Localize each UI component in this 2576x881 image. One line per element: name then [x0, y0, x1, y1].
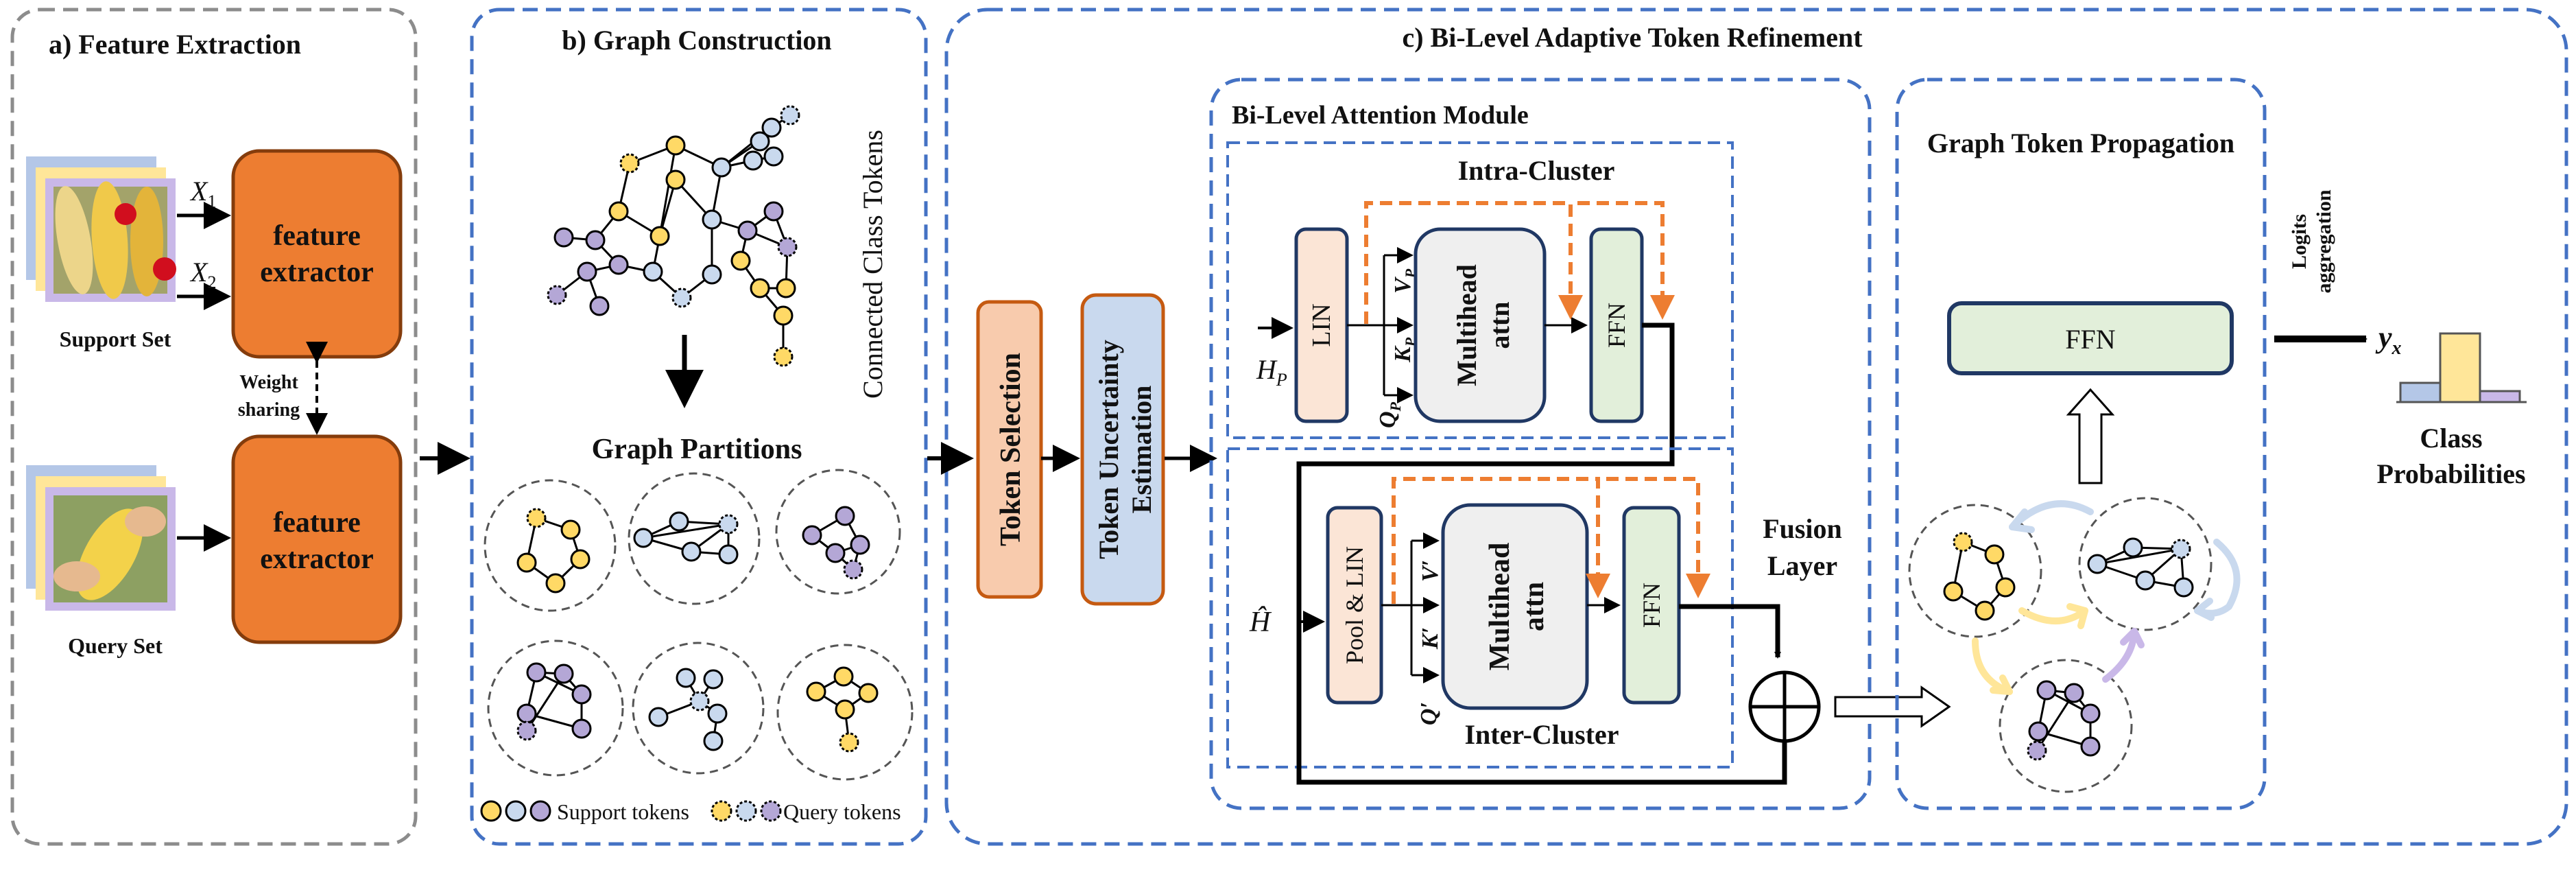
inter-residual-dashes — [1392, 477, 1710, 604]
query-feature-extractor: feature extractor — [231, 434, 403, 644]
q-prime-label: Q′ — [1416, 702, 1442, 725]
query-set-label: Query Set — [68, 633, 163, 658]
fusion-layer-line2: Layer — [1767, 550, 1837, 581]
probability-bar — [2399, 381, 2442, 403]
class-label-line2: Probabilities — [2376, 458, 2525, 489]
propagation-graph-2 — [2078, 497, 2213, 631]
graph-partition-1 — [484, 479, 617, 612]
support-tokens-label: Support tokens — [557, 799, 689, 824]
k-prime-label: K′ — [1418, 627, 1443, 650]
query-image-stack — [26, 465, 176, 611]
graph-partition-4 — [487, 639, 624, 777]
svg-text:attn: attn — [1484, 302, 1515, 349]
graph-partition-5 — [632, 642, 765, 775]
inter-multihead-attn: Multihead attn — [1441, 503, 1589, 710]
fusion-to-propagation-arrow — [1834, 685, 1951, 728]
svg-text:extractor: extractor — [260, 543, 374, 575]
logits-line2: aggregation — [2313, 189, 2335, 293]
intra-residual-dashes — [1364, 201, 1675, 324]
fusion-plus-icon — [1748, 670, 1821, 743]
svg-text:FFN: FFN — [1603, 303, 1630, 348]
token-selection-box: Token Selection — [976, 300, 1043, 599]
support-image-stack — [26, 156, 176, 302]
class-label-line1: Class — [2420, 423, 2482, 454]
graph-partitions-label: Graph Partitions — [592, 434, 802, 465]
svg-text:Token Uncertainty: Token Uncertainty — [1093, 340, 1124, 559]
intra-ffn: FFN — [1589, 227, 1644, 423]
svg-text:feature: feature — [273, 220, 361, 252]
support-set-label: Support Set — [60, 327, 171, 351]
svg-text:LIN: LIN — [1307, 303, 1336, 346]
inter-qkv-lines — [1381, 532, 1440, 683]
bilevel-attention-frame — [1209, 78, 1872, 810]
qp-label: QP — [1375, 401, 1404, 428]
query-token-legend — [711, 800, 782, 822]
hp-label: HP — [1256, 354, 1287, 390]
query-tokens-label: Query tokens — [783, 799, 901, 824]
propagation-graph-1 — [1908, 504, 2042, 638]
propagation-frame — [1895, 78, 2267, 810]
intra-qkv-lines — [1347, 247, 1414, 403]
svg-text:FFN: FFN — [1638, 583, 1665, 628]
intra-multihead-attn: Multihead attn — [1414, 227, 1547, 423]
y-x-label: yx — [2375, 320, 2402, 359]
inter-cluster-label: Inter-Cluster — [1464, 719, 1619, 750]
v-prime-label: V′ — [1418, 560, 1443, 582]
support-token-legend — [480, 800, 551, 822]
propagation-ffn: FFN — [1947, 301, 2234, 375]
svg-text:Token Selection: Token Selection — [995, 353, 1027, 546]
ffn-to-fusion-path — [1679, 604, 1781, 659]
weight-sharing-line2: sharing — [238, 399, 300, 421]
support-feature-extractor: feature extractor — [231, 149, 403, 359]
svg-text:Estimation: Estimation — [1126, 386, 1157, 514]
panel-b-frame — [470, 8, 928, 846]
graph-partition-3 — [775, 469, 901, 595]
up-hollow-arrow — [2066, 388, 2115, 484]
connected-class-nodes — [547, 105, 800, 367]
graph-partition-6 — [776, 644, 914, 781]
propagation-title: Graph Token Propagation — [1927, 128, 2234, 158]
class-probability-bars — [2399, 332, 2521, 403]
svg-text:feature: feature — [273, 507, 361, 539]
svg-text:attn: attn — [1518, 582, 1550, 631]
x2-label: X2 — [189, 257, 216, 292]
weight-sharing-line1: Weight — [239, 372, 298, 393]
pool-lin-box: Pool & LIN — [1326, 506, 1383, 705]
svg-text:extractor: extractor — [260, 257, 374, 288]
x1-label: X1 — [189, 176, 216, 211]
probability-bar — [2439, 332, 2481, 403]
propagation-curved-arrows — [1972, 500, 2241, 695]
panel-a-frame — [10, 8, 418, 846]
intra-cluster-label: Intra-Cluster — [1458, 155, 1615, 186]
token-uncertainty-box: Token Uncertainty Estimation — [1080, 293, 1165, 606]
intra-to-inter-path — [1296, 322, 1675, 623]
bilevel-attention-title: Bi-Level Attention Module — [1232, 101, 1529, 130]
panel-b-title: b) Graph Construction — [562, 25, 831, 56]
panel-c-title: c) Bi-Level Adaptive Token Refinement — [1402, 22, 1863, 53]
fusion-layer-line1: Fusion — [1763, 513, 1842, 544]
logits-line1: Logits — [2288, 214, 2311, 269]
lin-box: LIN — [1294, 227, 1349, 423]
probability-bar — [2479, 390, 2521, 403]
propagation-graph-3 — [1999, 659, 2133, 793]
svg-text:Multihead: Multihead — [1484, 543, 1516, 671]
panel-c-frame — [944, 8, 2568, 846]
svg-text:Pool & LIN: Pool & LIN — [1341, 546, 1368, 664]
connected-class-tokens-label: Connected Class Tokens — [857, 130, 888, 399]
h-hat-label: Ĥ — [1249, 606, 1272, 638]
svg-text:Multihead: Multihead — [1451, 264, 1482, 386]
graph-partition-2 — [628, 472, 761, 605]
intra-cluster-frame — [1226, 141, 1734, 439]
skip-to-fusion-path — [1296, 622, 1788, 785]
svg-text:FFN: FFN — [2065, 324, 2115, 355]
panel-a-title: a) Feature Extraction — [49, 29, 301, 60]
inter-ffn: FFN — [1622, 506, 1681, 705]
